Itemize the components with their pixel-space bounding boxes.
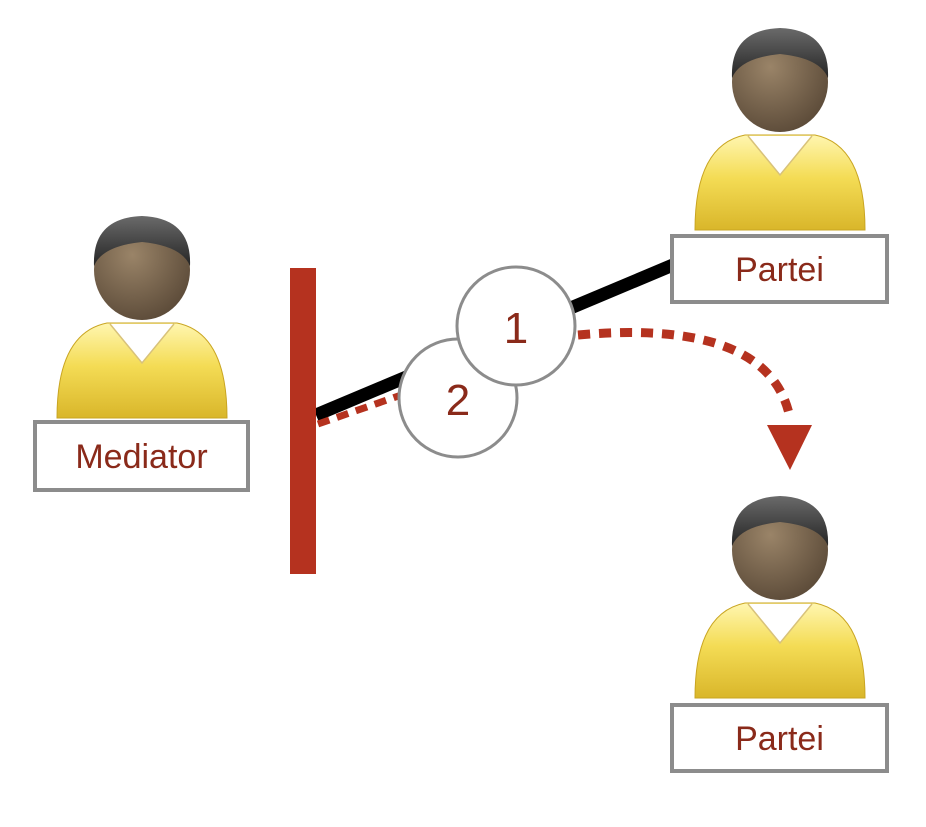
- party-top-label-box: [670, 234, 889, 304]
- mediator-label: Mediator: [75, 438, 207, 476]
- party-bottom-person-icon: [694, 495, 866, 699]
- step-1-circle: [455, 265, 577, 387]
- barrier-bar: [290, 268, 316, 574]
- party-bottom-label: Partei: [735, 720, 824, 758]
- party-top-label: Partei: [735, 251, 824, 289]
- arrow-head-icon: [767, 425, 812, 470]
- mediator-person-icon: [56, 215, 228, 419]
- party-bottom-label-box: [670, 703, 889, 773]
- dotted-arrow: [577, 328, 795, 419]
- dotted-segment: [316, 388, 412, 428]
- party-top-person-icon: [694, 27, 866, 231]
- step-1-label: 1: [504, 304, 528, 353]
- step-2-label: 2: [446, 376, 470, 425]
- mediator-label-box: [33, 420, 250, 492]
